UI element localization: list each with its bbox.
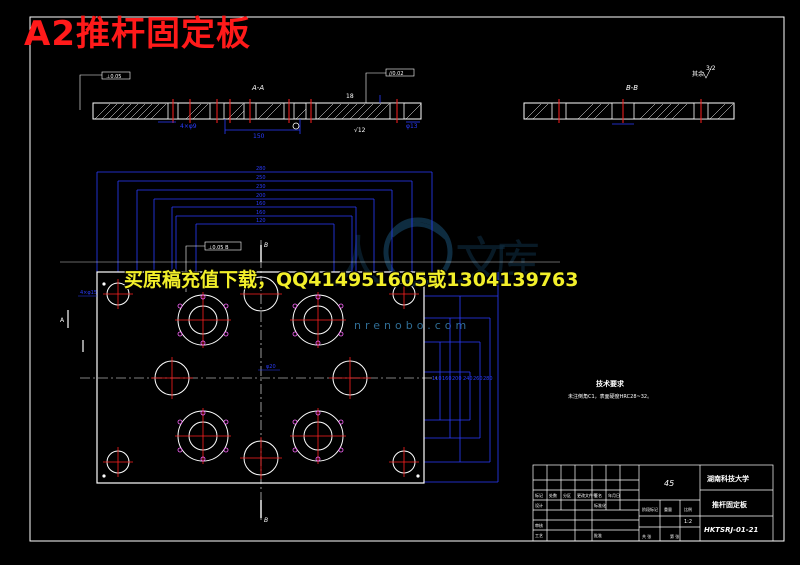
- svg-text:230: 230: [256, 184, 266, 190]
- svg-text:18: 18: [346, 93, 354, 100]
- svg-text://0.02: //0.02: [389, 71, 404, 77]
- plan-marker-bottom: B: [264, 517, 268, 524]
- svg-text:标记: 标记: [535, 492, 543, 498]
- watermark-site: nrenobo.com: [354, 319, 470, 332]
- title-university: 湖南科技大学: [707, 474, 749, 483]
- title-scale: 1:2: [684, 519, 692, 525]
- section-a-label: A-A: [251, 84, 264, 92]
- svg-text:200: 200: [452, 376, 462, 382]
- svg-text:批准: 批准: [594, 532, 602, 538]
- svg-text:250: 250: [256, 175, 266, 181]
- watermark-purchase-text: 买原稿充值下载，QQ414951605或1304139763: [124, 269, 579, 291]
- section-b-label: B-B: [626, 84, 638, 92]
- svg-text:第 张: 第 张: [670, 533, 679, 539]
- title-drawing-code: HKTSRJ-01-21: [704, 526, 759, 534]
- svg-text:4×φ9: 4×φ9: [180, 123, 197, 130]
- svg-text:A: A: [60, 317, 65, 324]
- svg-text:150: 150: [253, 133, 265, 140]
- svg-text:审核: 审核: [535, 522, 543, 528]
- svg-text:分区: 分区: [563, 492, 571, 498]
- svg-text:φ20: φ20: [266, 364, 276, 370]
- svg-text:110: 110: [432, 376, 442, 382]
- svg-text:√12: √12: [354, 127, 366, 134]
- section-b-view: B-B 其余 3.2: [523, 65, 735, 125]
- tech-requirements-body: 未注倒角C1，表面硬度HRC28~32。: [568, 393, 652, 400]
- title-material: 45: [664, 479, 674, 488]
- svg-text:⊥0.05: ⊥0.05: [106, 74, 122, 80]
- title-banner: A2推杆固定板: [24, 14, 251, 54]
- svg-text:共 张: 共 张: [642, 533, 651, 539]
- svg-text:⊥0.05 B: ⊥0.05 B: [208, 245, 229, 251]
- svg-text:其余: 其余: [692, 70, 704, 78]
- svg-text:160: 160: [256, 210, 266, 216]
- tech-requirements-heading: 技术要求: [596, 379, 625, 388]
- svg-text:240: 240: [463, 376, 473, 382]
- svg-text:φ13: φ13: [406, 123, 418, 130]
- tech-requirements: 技术要求 未注倒角C1，表面硬度HRC28~32。: [568, 379, 652, 400]
- svg-text:160: 160: [442, 376, 452, 382]
- svg-text:标准化: 标准化: [594, 502, 606, 508]
- svg-text:人: 人: [330, 231, 386, 296]
- svg-text:处数: 处数: [549, 492, 557, 498]
- svg-text:260: 260: [473, 376, 483, 382]
- svg-text:比例: 比例: [684, 506, 692, 512]
- drawing-border: [29, 16, 785, 542]
- svg-text:阶段标记: 阶段标记: [642, 506, 658, 512]
- svg-text:280: 280: [256, 166, 266, 172]
- svg-text:更改文件号: 更改文件号: [577, 492, 597, 498]
- svg-text:200: 200: [256, 193, 266, 199]
- svg-text:4×φ15: 4×φ15: [80, 290, 97, 296]
- svg-text:签名: 签名: [594, 492, 602, 498]
- svg-text:年月日: 年月日: [608, 492, 620, 498]
- svg-text:重量: 重量: [664, 506, 672, 512]
- svg-text:120: 120: [256, 218, 266, 224]
- title-part-name: 推杆固定板: [712, 500, 748, 509]
- svg-text:160: 160: [256, 201, 266, 207]
- section-a-view: 150 4×φ9 φ13 18 √12 ⊥0.05 //0.02 A-A: [79, 68, 422, 140]
- title-block: [532, 464, 774, 542]
- svg-text:工艺: 工艺: [535, 533, 543, 538]
- svg-text:设计: 设计: [535, 502, 543, 508]
- svg-text:280: 280: [483, 376, 493, 382]
- plan-marker-top: B: [264, 242, 268, 249]
